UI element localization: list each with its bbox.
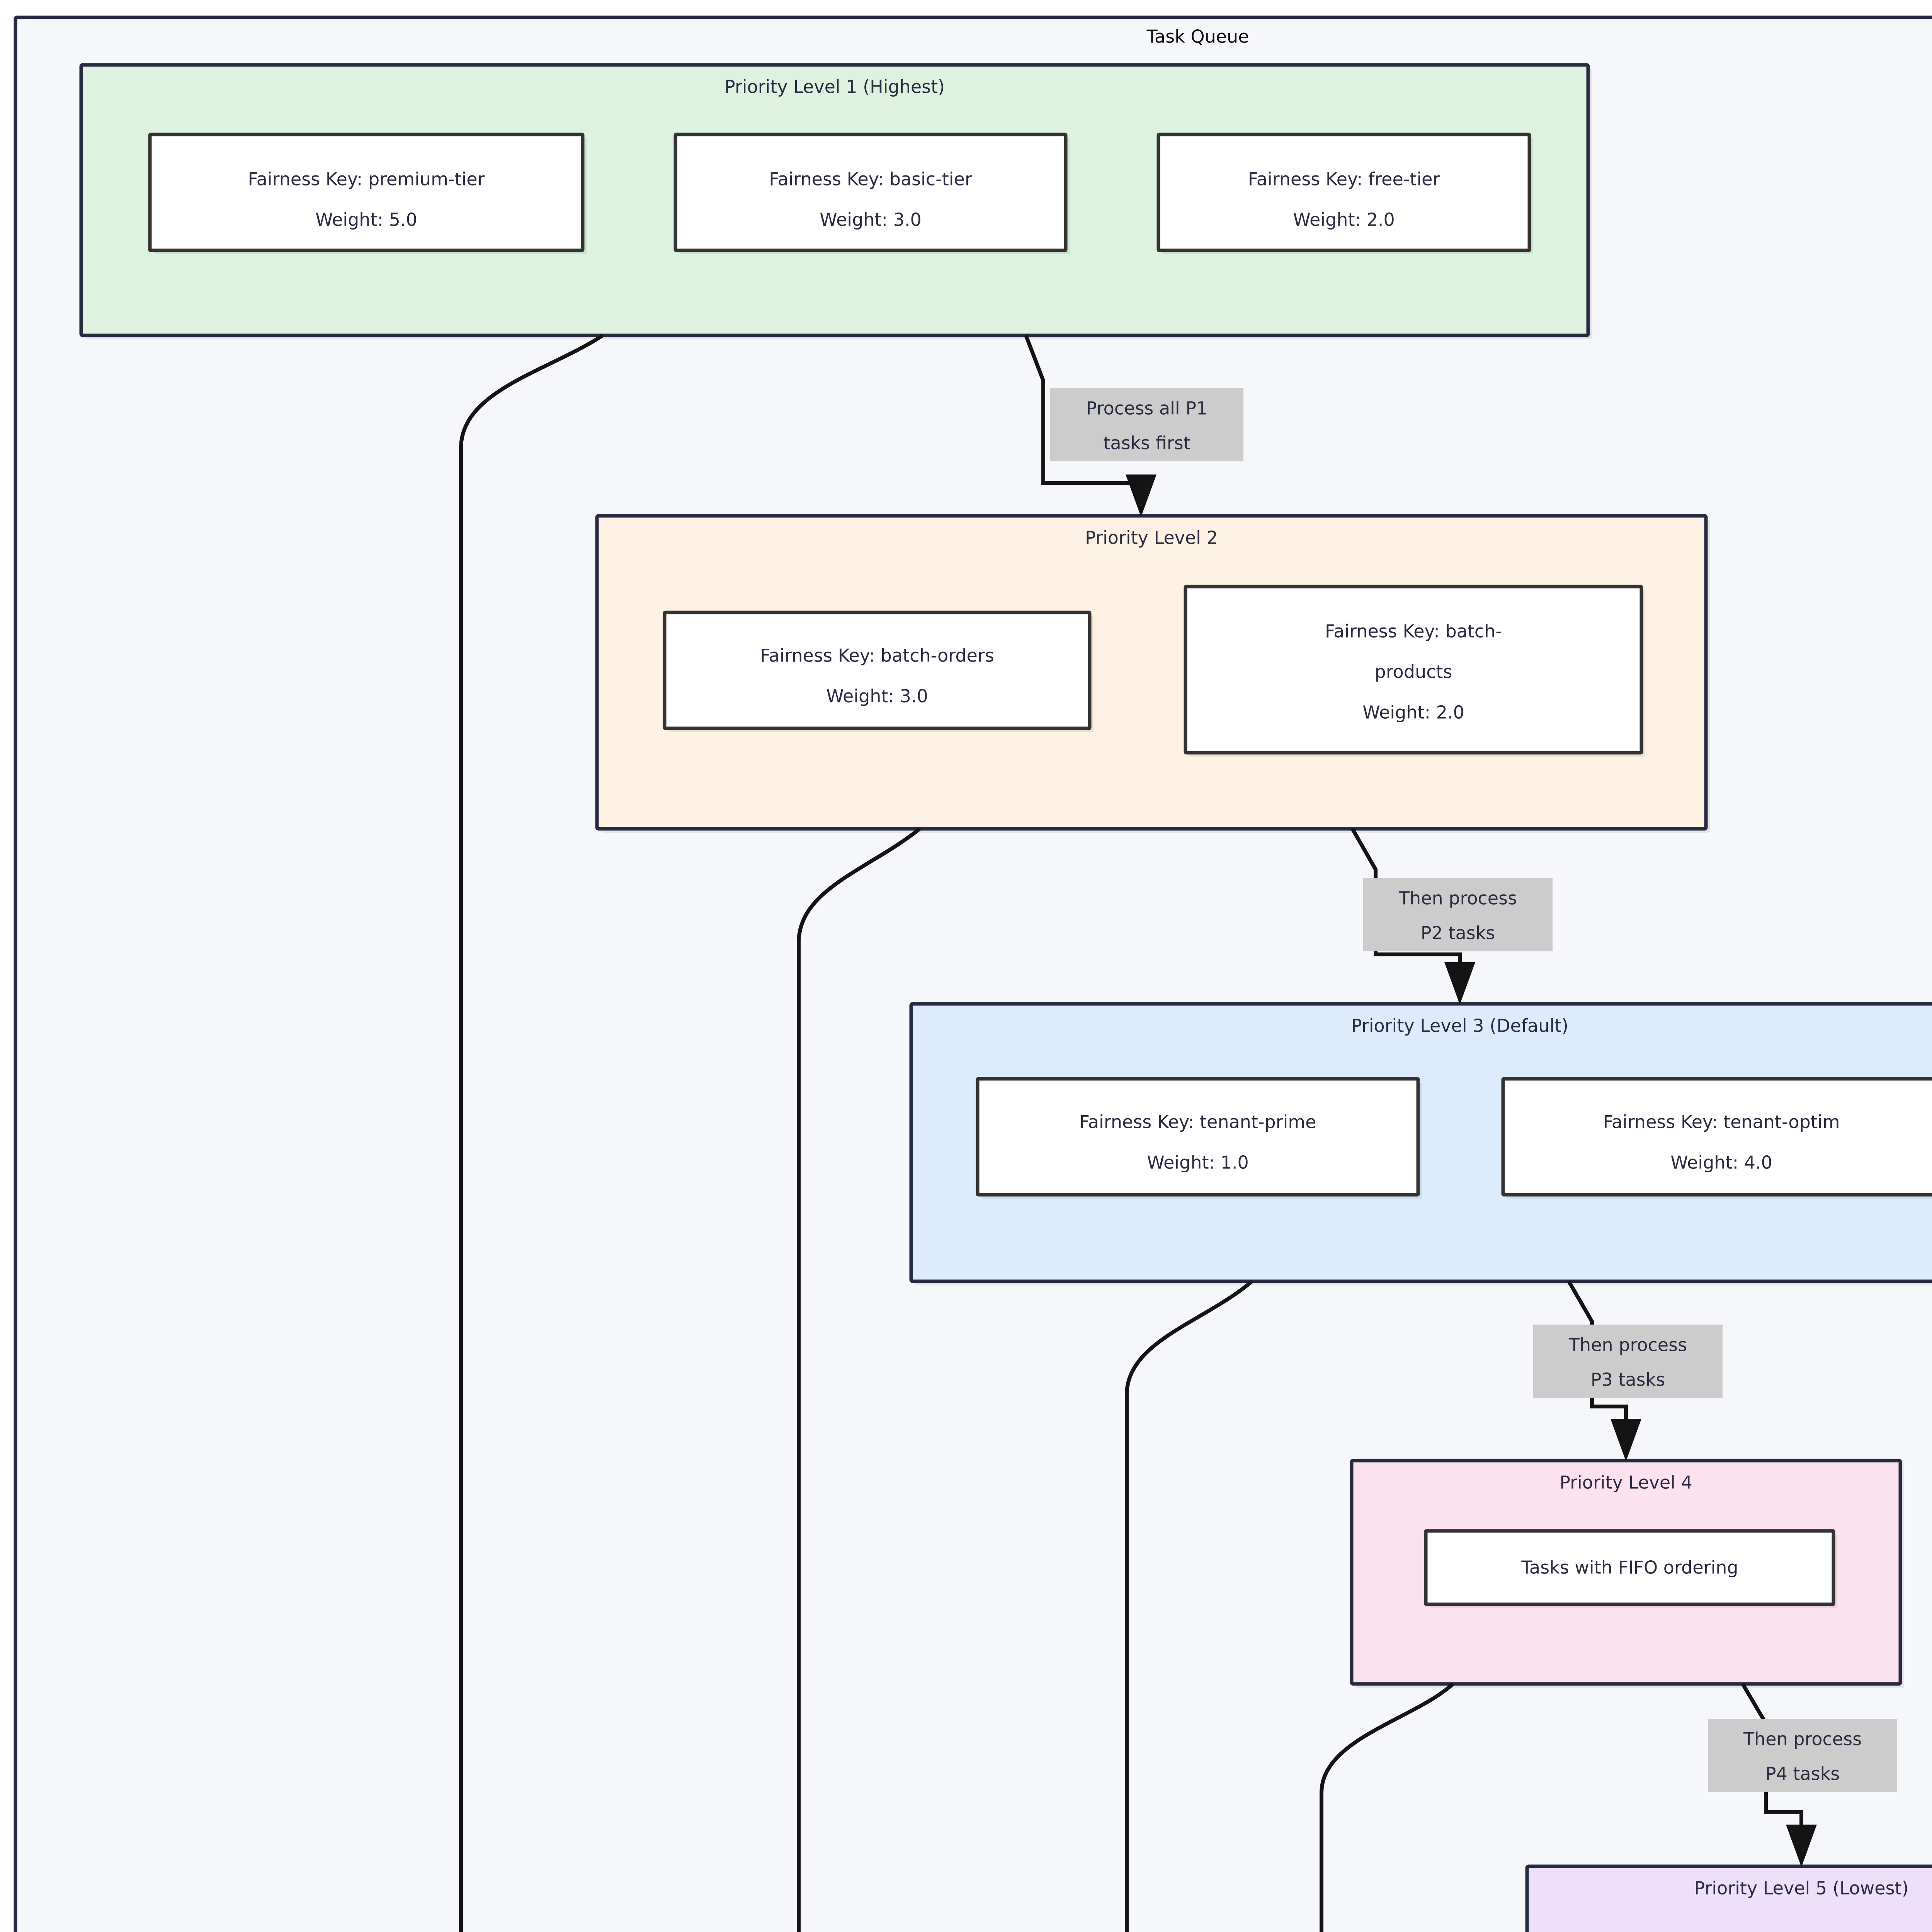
edge-label-then-process-p3: Then process P3 tasks — [1533, 1325, 1723, 1398]
node-batch-products[interactable]: Fairness Key: batch- products Weight: 2.… — [1184, 585, 1645, 757]
edge-p3-to-p4 — [1567, 1280, 1641, 1461]
priority-level-3-title: Priority Level 3 (Default) — [1351, 1015, 1568, 1036]
edge-label-then-process-p4: Then process P4 tasks — [1708, 1719, 1897, 1792]
cluster-priority-level-5: Priority Level 5 (Lowest) Tasks with FIF… — [1525, 1864, 1932, 1932]
node-basic-tier-line1: Fairness Key: basic-tier — [769, 169, 972, 190]
edges — [459, 333, 1817, 1932]
node-p4-fifo-rect[interactable] — [1424, 1529, 1835, 1606]
node-batch-orders[interactable]: Fairness Key: batch-orders Weight: 3.0 — [663, 611, 1094, 732]
edge-label-then-process-p3-bg — [1533, 1325, 1723, 1398]
edge-label-then-process-p4-line1: Then process — [1743, 1729, 1862, 1750]
cluster-task-queue: Task Queue — [14, 15, 1932, 1932]
node-tenant-prime-rect[interactable] — [976, 1077, 1420, 1197]
node-batch-products-rect[interactable] — [1184, 585, 1643, 755]
node-premium-tier-line2: Weight: 5.0 — [315, 209, 417, 230]
cluster-priority-level-1: Priority Level 1 (Highest) Fairness Key:… — [79, 63, 1592, 339]
edge-p1-to-workers — [459, 333, 604, 1932]
node-batch-orders-line2: Weight: 3.0 — [826, 686, 928, 707]
node-tenant-prime-line1: Fairness Key: tenant-prime — [1080, 1112, 1316, 1133]
priority-level-1-title: Priority Level 1 (Highest) — [724, 77, 945, 97]
edge-label-then-process-p3-line1: Then process — [1568, 1335, 1687, 1355]
node-premium-tier-rect[interactable] — [148, 133, 585, 252]
node-free-tier-line1: Fairness Key: free-tier — [1248, 169, 1440, 190]
edge-label-process-all-p1-line2: tasks first — [1103, 433, 1190, 454]
priority-level-5-rect — [1525, 1864, 1932, 1932]
priority-level-4-title: Priority Level 4 — [1560, 1472, 1692, 1493]
edge-p1-to-p2 — [1024, 335, 1156, 517]
edge-label-then-process-p2-line1: Then process — [1398, 888, 1517, 909]
node-tenant-prime[interactable]: Fairness Key: tenant-prime Weight: 1.0 — [976, 1077, 1422, 1199]
edge-label-then-process-p2: Then process P2 tasks — [1363, 878, 1553, 951]
node-free-tier[interactable]: Fairness Key: free-tier Weight: 2.0 — [1156, 133, 1533, 254]
edge-p3-to-workers — [1125, 1280, 1253, 1932]
task-queue-container-rect — [14, 15, 1932, 1932]
edge-label-then-process-p4-line2: P4 tasks — [1765, 1764, 1840, 1784]
node-premium-tier[interactable]: Fairness Key: premium-tier Weight: 5.0 — [148, 133, 587, 254]
edge-p4-to-p5 — [1741, 1683, 1817, 1867]
edge-label-process-all-p1: Process all P1 tasks first — [1050, 388, 1243, 461]
node-basic-tier-line2: Weight: 3.0 — [820, 209, 922, 230]
node-premium-tier-line1: Fairness Key: premium-tier — [248, 169, 485, 190]
node-tenant-optim-line1: Fairness Key: tenant-optim — [1603, 1112, 1840, 1133]
edge-label-then-process-p4-bg — [1708, 1719, 1897, 1792]
node-batch-products-line2: products — [1375, 662, 1452, 682]
cluster-priority-level-2: Priority Level 2 Fairness Key: batch-ord… — [595, 514, 1710, 833]
edge-p4-to-workers — [1320, 1682, 1454, 1932]
node-p4-fifo[interactable]: Tasks with FIFO ordering — [1424, 1529, 1837, 1608]
node-free-tier-rect[interactable] — [1156, 133, 1531, 252]
node-batch-orders-line1: Fairness Key: batch-orders — [760, 645, 994, 666]
node-basic-tier-rect[interactable] — [673, 133, 1068, 252]
edge-label-then-process-p3-line2: P3 tasks — [1591, 1369, 1665, 1390]
edge-label-process-all-p1-bg — [1050, 388, 1243, 461]
task-queue-title: Task Queue — [1146, 26, 1249, 47]
cluster-priority-level-4: Priority Level 4 Tasks with FIFO orderin… — [1350, 1459, 1904, 1688]
node-basic-tier[interactable]: Fairness Key: basic-tier Weight: 3.0 — [673, 133, 1070, 254]
priority-level-5-title: Priority Level 5 (Lowest) — [1694, 1878, 1908, 1899]
edge-label-process-all-p1-line1: Process all P1 — [1086, 398, 1208, 419]
node-batch-products-line3: Weight: 2.0 — [1362, 702, 1464, 723]
edge-label-then-process-p2-bg — [1363, 878, 1553, 951]
node-tenant-optim-rect[interactable] — [1501, 1077, 1932, 1197]
edge-p2-to-workers — [797, 827, 921, 1932]
node-tenant-prime-line2: Weight: 1.0 — [1147, 1152, 1249, 1173]
edge-label-then-process-p2-line2: P2 tasks — [1421, 923, 1495, 944]
node-batch-products-line1: Fairness Key: batch- — [1325, 621, 1502, 642]
node-tenant-optim[interactable]: Fairness Key: tenant-optim Weight: 4.0 — [1501, 1077, 1932, 1199]
node-free-tier-line2: Weight: 2.0 — [1293, 209, 1395, 230]
node-p4-fifo-label: Tasks with FIFO ordering — [1521, 1557, 1738, 1578]
edge-p2-to-p3 — [1350, 828, 1475, 1005]
cluster-priority-level-3: Priority Level 3 (Default) Fairness Key:… — [909, 1002, 1932, 1285]
node-tenant-optim-line2: Weight: 4.0 — [1670, 1152, 1772, 1173]
node-batch-orders-rect[interactable] — [663, 611, 1092, 730]
priority-level-2-title: Priority Level 2 — [1085, 527, 1218, 548]
